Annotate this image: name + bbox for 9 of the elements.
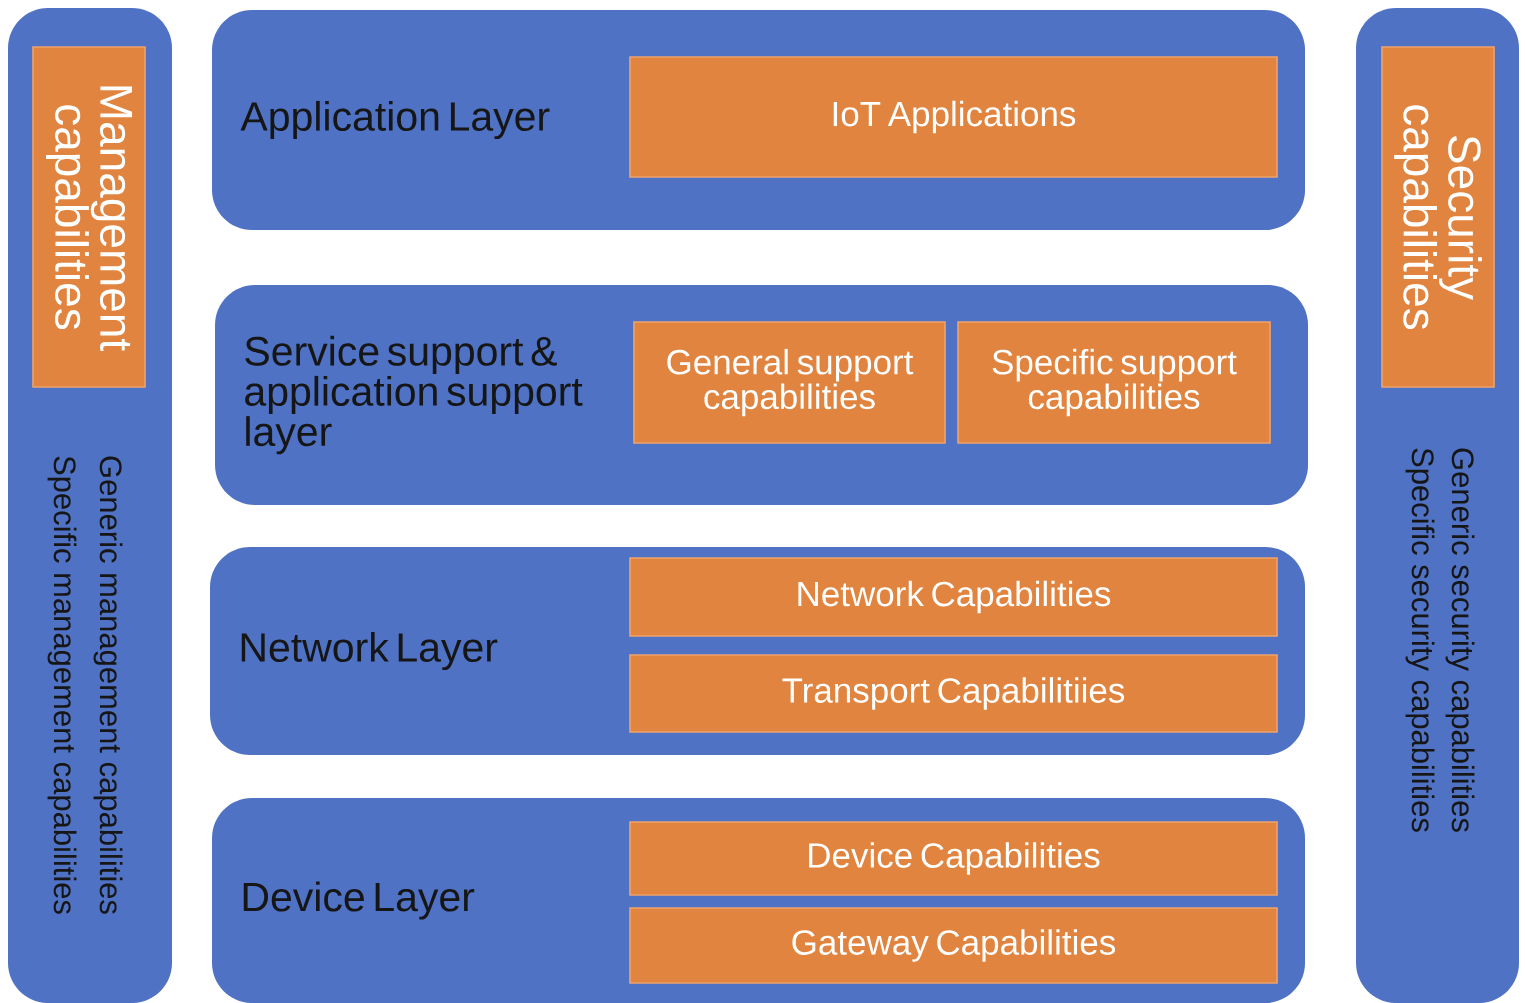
capability-box: Transport Capabilitiies [629,654,1278,733]
capability-box: General support capabilities [633,321,946,444]
capability-box: Security capabilities [1381,46,1495,388]
capability-box: Management capabilities [32,46,146,388]
capability-box: Network Capabilities [629,557,1278,637]
capability-box: IoT Applications [629,56,1278,178]
capability-box: Specific support capabilities [957,321,1271,444]
capability-box: Gateway Capabilities [629,907,1278,984]
capability-box: Device Capabilities [629,821,1278,896]
